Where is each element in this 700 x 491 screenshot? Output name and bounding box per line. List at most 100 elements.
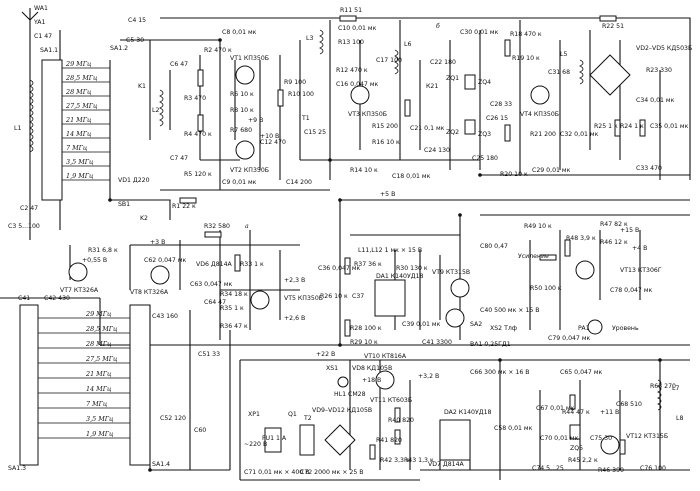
v-32: +3,2 В [418,373,439,380]
ba1-label: BA1 0,25ГД1 [470,341,511,348]
c41b-label: C41 [18,295,30,302]
t2-label: T2 [303,415,312,422]
vt3-label: VT3 КП350Б [348,111,387,118]
v-055: +0,55 В [82,257,107,264]
band-top-7: 3,5 МГц [66,158,94,166]
r30-label: R30 130 к [396,265,428,272]
v-4: +4 В [632,245,647,252]
da1-label: DA1 К140УД18 [376,273,424,280]
k2-label: K2 [140,215,148,222]
c60-label: C60 [194,427,206,434]
c68-label: C68 510 [616,401,642,408]
c65-label: C65 0,047 мк [560,369,603,376]
c2-label: C2 47 [20,205,38,212]
l8-label: L8 [676,415,683,422]
r24-label: R24 1 к [620,123,644,130]
r1-label: R1 22 к [172,203,196,210]
c3-label: C3 5...100 [8,223,40,230]
c33-label: C33 470 [636,165,662,172]
band-top-0: 29 МГц [65,60,92,68]
c66-label: C66 300 мк × 16 В [470,369,530,376]
vt1-label: VT1 КП350Б [230,55,269,62]
c16-label: C16 0,047 мк [336,81,379,88]
band-bottom-0: 29 МГц [85,310,112,318]
c80-label: C80 0,47 [480,243,508,250]
c9-label: C9 0,01 мк [222,179,257,186]
c76-label: C76 100 [640,465,666,472]
r14-label: R14 10 к [350,167,378,174]
r50-label: R50 100 к [530,285,562,292]
fu1-label: FU1 1 А [262,435,287,442]
c10-label: C10 0,01 мк [338,25,377,32]
vt2-label: VT2 КП350Б [230,167,269,174]
v-18: +18 В [362,377,381,384]
r42-label: R42 3,3 к [380,457,410,464]
c64-label: C64 47 [204,299,226,306]
r9-label: R9 100 [284,79,306,86]
t1-label: T1 [301,115,310,122]
c41-label: C41 3300 [422,339,452,346]
band-bottom-3: 27,5 МГц [85,355,118,363]
v-11: +11 В [600,409,619,416]
node-b: б [436,23,440,30]
r63-label: R63 270 [650,383,676,390]
c78-label: C78 0,047 мк [610,287,653,294]
r36-label: R36 47 к [220,323,248,330]
vt5-label: VT5 КП350Б [284,295,323,302]
vt13-label: VT13 КТ306Г [620,267,662,274]
band-bottom-1: 28,5 МГц [85,325,118,333]
r22-label: R22 51 [602,23,624,30]
vd2-label: VD2–VD5 КД503Б [636,45,692,52]
c32-label: C32 0,01 мк [560,131,599,138]
kz-label: К21 [426,83,438,90]
l1-label: L1 [14,125,21,132]
ya1-label: YA1 [33,19,46,26]
r48-label: R48 3,9 к [566,235,596,242]
r12-label: R12 470 к [336,67,368,74]
c71-label: C71 0,01 мк × 400 В [244,469,309,476]
c40-label: C40 500 мк × 15 В [480,307,540,314]
r4-label: R4 470 к [184,131,212,138]
c72-label: C72 2000 мк × 25 В [300,469,363,476]
c34-label: C34 0,01 мк [636,97,675,104]
wa1-label: WA1 [34,5,48,12]
xp1-label: XP1 [248,411,260,418]
symbols [29,15,662,472]
zq1-label: ZQ1 [446,75,459,82]
c14-label: C14 200 [286,179,312,186]
vd6-label: VD6 Д814А [196,261,233,268]
sa14-label: SA1.4 [152,461,170,468]
v-22: +22 В [316,351,335,358]
band-top-8: 1,9 МГц [66,172,94,180]
vt12-label: VT12 КТ315Б [626,433,668,440]
labels: WA1 YA1 C1 47 SA1.1 SA1.2 SA1.3 SA1.4 29… [8,5,692,476]
sa2-label: SA2 [470,321,482,328]
v-5: +5 В [380,191,395,198]
r45-label: R45 2,2 к [568,457,598,464]
ku-label: Усиление [518,253,549,260]
r32-label: R32 580 [204,223,230,230]
c24-label: C24 130 [424,147,450,154]
c30-label: C30 0,01 мк [460,29,499,36]
l6-label: L6 [404,41,411,48]
sa13-label: SA1.3 [8,465,26,472]
r44-label: R44 47 к [562,409,590,416]
vd1-label: VD1 Д220 [118,177,150,184]
r49-label: R49 10 к [524,223,552,230]
c12-label: C12 470 [260,139,286,146]
c79-label: C79 0,047 мк [548,335,591,342]
r28-label: R28 100 к [350,325,382,332]
c4-label: C4 15 [128,17,146,24]
r7-label: R7 680 [230,127,252,134]
q1-label: Q1 [288,411,297,418]
r47-label: R47 82 к [600,221,628,228]
hl1-label: HL1 СМ28 [334,391,366,398]
band-bottom-4: 21 МГц [85,370,112,378]
vd8-label: VD8 КД105В [352,365,392,372]
r2-label: R2 470 к [204,47,232,54]
zq5-label: ZQ5 [570,445,583,452]
wiring [0,8,691,481]
c39-label: C39 0,01 мк [402,321,441,328]
r21-label: R21 200 [530,131,556,138]
r26-label: R26 10 к [320,293,348,300]
